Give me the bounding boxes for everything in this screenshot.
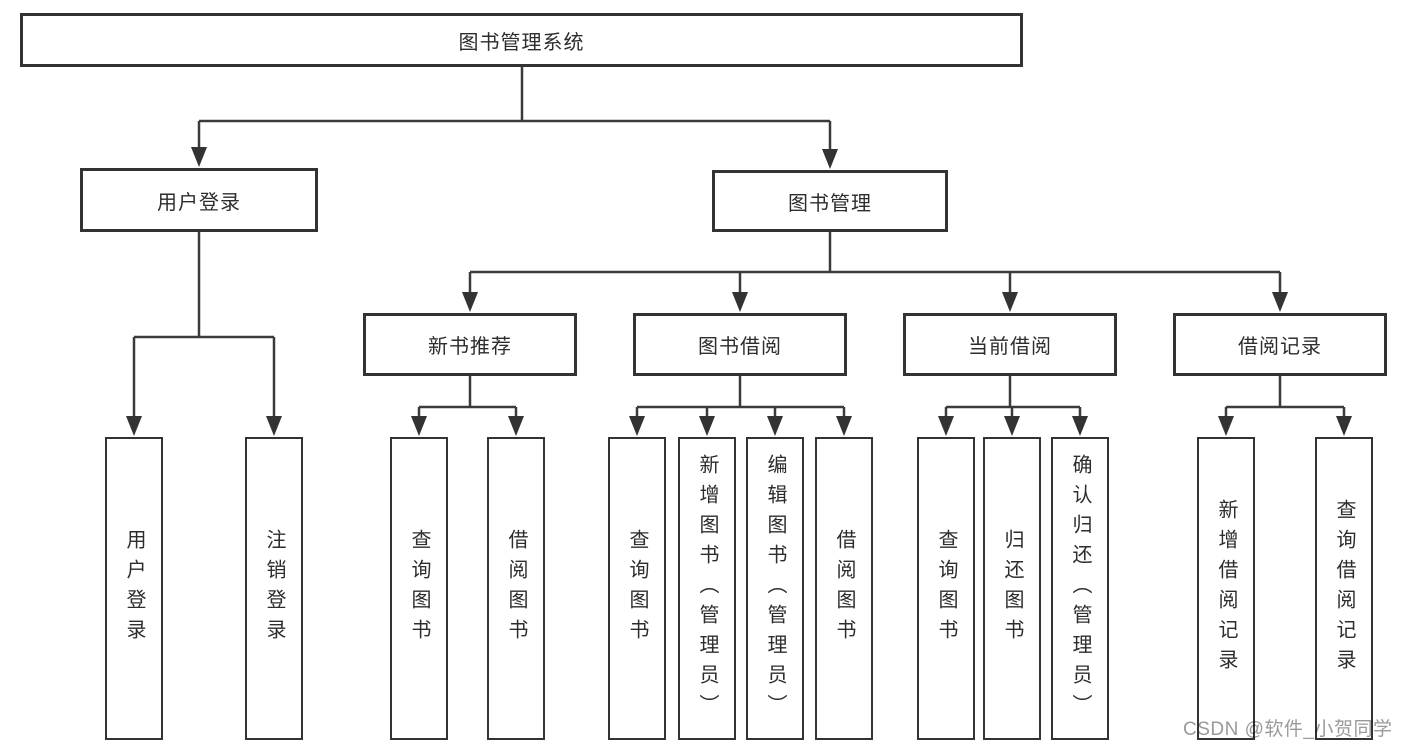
leaf-label: 借阅图书 xyxy=(505,528,527,649)
leaf-borrow-books-recommend: 借阅图书 xyxy=(487,437,545,740)
node-label: 用户登录 xyxy=(157,191,241,214)
leaf-borrow-books-borrowing: 借阅图书 xyxy=(815,437,873,740)
node-borrowing-records: 借阅记录 xyxy=(1173,313,1387,376)
node-label: 图书借阅 xyxy=(698,336,782,358)
leaf-label: 查询图书 xyxy=(935,528,957,649)
node-new-book-recommend: 新书推荐 xyxy=(363,313,577,376)
leaf-label: 新增借阅记录 xyxy=(1215,498,1237,679)
node-book-management: 图书管理 xyxy=(712,170,948,232)
leaf-query-books-borrowing: 查询图书 xyxy=(608,437,666,740)
node-book-borrowing: 图书借阅 xyxy=(633,313,847,376)
leaf-logout: 注销登录 xyxy=(245,437,303,740)
leaf-label: 借阅图书 xyxy=(833,528,855,649)
leaf-label: 编辑图书（管理员） xyxy=(764,453,786,724)
leaf-add-book-admin: 新增图书（管理员） xyxy=(678,437,736,740)
leaf-label: 用户登录 xyxy=(123,528,145,649)
leaf-confirm-return-admin: 确认归还（管理员） xyxy=(1051,437,1109,740)
leaf-query-borrow-record: 查询借阅记录 xyxy=(1315,437,1373,740)
node-user-login: 用户登录 xyxy=(80,168,318,232)
leaf-user-login: 用户登录 xyxy=(105,437,163,740)
leaf-return-book: 归还图书 xyxy=(983,437,1041,740)
leaf-label: 查询图书 xyxy=(408,528,430,649)
leaf-label: 归还图书 xyxy=(1001,528,1023,649)
node-label: 借阅记录 xyxy=(1238,336,1322,358)
node-label: 图书管理 xyxy=(788,192,872,215)
leaf-edit-book-admin: 编辑图书（管理员） xyxy=(746,437,804,740)
node-label: 当前借阅 xyxy=(968,336,1052,358)
leaf-label: 确认归还（管理员） xyxy=(1069,453,1091,724)
leaf-query-books-current: 查询图书 xyxy=(917,437,975,740)
leaf-label: 查询借阅记录 xyxy=(1333,498,1355,679)
leaf-query-books-recommend: 查询图书 xyxy=(390,437,448,740)
leaf-add-borrow-record: 新增借阅记录 xyxy=(1197,437,1255,740)
leaf-label: 注销登录 xyxy=(263,528,285,649)
node-current-borrowing: 当前借阅 xyxy=(903,313,1117,376)
leaf-label: 新增图书（管理员） xyxy=(696,453,718,724)
node-label: 图书管理系统 xyxy=(458,31,585,54)
csdn-watermark: CSDN @软件_小贺同学 xyxy=(1183,719,1393,740)
node-label: 新书推荐 xyxy=(428,336,512,358)
node-root-system: 图书管理系统 xyxy=(20,13,1023,67)
leaf-label: 查询图书 xyxy=(626,528,648,649)
